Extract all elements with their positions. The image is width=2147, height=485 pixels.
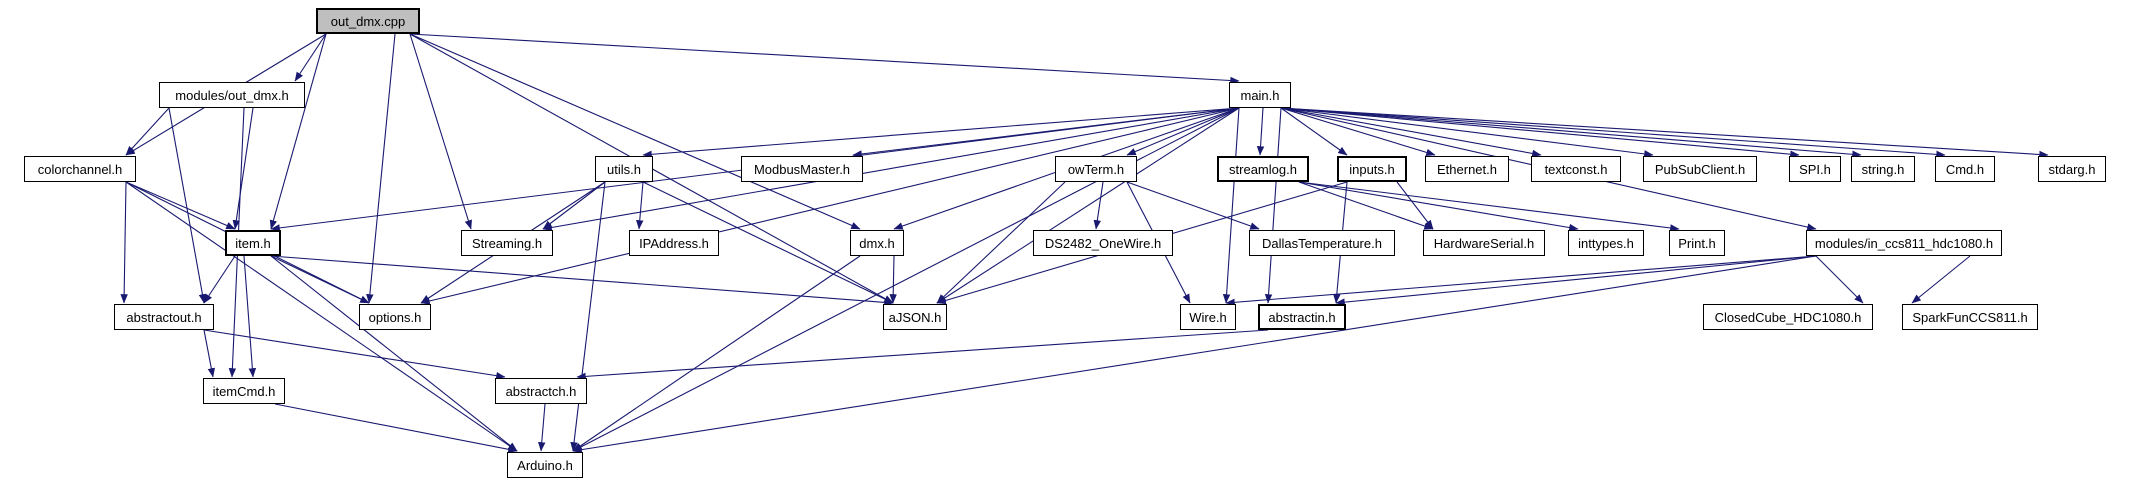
graph-node-dmx_h[interactable]: dmx.h — [850, 230, 904, 256]
graph-node-inttypes_h[interactable]: inttypes.h — [1568, 230, 1644, 256]
graph-node-owterm_h[interactable]: owTerm.h — [1055, 156, 1137, 182]
include-edge-utils_h-to-ipaddress_h — [636, 181, 644, 230]
include-edge-main_h-to-owterm_h — [1126, 107, 1240, 156]
include-edge-colorchannel_h-to-item_h — [125, 181, 236, 230]
graph-node-arduino_h[interactable]: Arduino.h — [507, 452, 583, 478]
graph-node-hardwareserial_h[interactable]: HardwareSerial.h — [1423, 230, 1545, 256]
graph-node-ethernet_h[interactable]: Ethernet.h — [1425, 156, 1509, 182]
include-edge-main_h-to-string_h — [1280, 107, 1862, 159]
include-edge-main_h-to-textconst_h — [1280, 107, 1542, 158]
graph-node-itemcmd_h[interactable]: itemCmd.h — [203, 378, 285, 404]
include-edge-out_dmx_cpp-to-out_dmx_h — [294, 33, 327, 82]
include-edge-utils_h-to-ajson_h — [642, 181, 894, 304]
include-edge-out_dmx_h-to-colorchannel_h — [125, 107, 170, 156]
include-edge-out_dmx_h-to-abstractout_h — [168, 107, 207, 304]
include-edge-dmx_h-to-ajson_h — [889, 255, 897, 304]
graph-node-colorchannel_h[interactable]: colorchannel.h — [24, 156, 136, 182]
include-edge-utils_h-to-streaming_h — [542, 181, 606, 230]
graph-node-wire_h[interactable]: Wire.h — [1180, 304, 1236, 330]
include-edge-streamlog_h-to-inttypes_h — [1298, 181, 1579, 232]
include-edge-main_h-to-inputs_h — [1280, 107, 1348, 156]
include-edge-out_dmx_cpp-to-item_h — [269, 33, 327, 230]
include-edge-main_h-to-abstractin_h — [1264, 107, 1282, 304]
include-edge-main_h-to-streaming_h — [542, 107, 1240, 232]
include-edge-item_h-to-arduino_h — [270, 255, 518, 452]
include-edge-item_h-to-abstractout_h — [203, 255, 236, 304]
graph-node-modbusmaster_h[interactable]: ModbusMaster.h — [741, 156, 863, 182]
include-edge-streamlog_h-to-print_h — [1298, 181, 1680, 232]
graph-node-pubsubclient_h[interactable]: PubSubClient.h — [1643, 156, 1757, 182]
include-edge-main_h-to-stdarg_h — [1280, 107, 2049, 159]
graph-node-dallastemp_h[interactable]: DallasTemperature.h — [1249, 230, 1395, 256]
include-edge-main_h-to-spi_h — [1280, 107, 1800, 158]
include-edge-abstractch_h-to-arduino_h — [538, 403, 546, 452]
include-edge-owterm_h-to-ds2482_h — [1093, 181, 1104, 230]
include-edge-main_h-to-arduino_h — [572, 107, 1240, 452]
include-edge-item_h-to-itemcmd_h — [243, 255, 257, 378]
graph-node-abstractout_h[interactable]: abstractout.h — [114, 304, 214, 330]
graph-node-textconst_h[interactable]: textconst.h — [1531, 156, 1621, 182]
graph-node-streaming_h[interactable]: Streaming.h — [461, 230, 553, 256]
include-edge-utils_h-to-arduino_h — [570, 181, 606, 452]
include-edge-owterm_h-to-dallastemp_h — [1126, 181, 1260, 230]
include-edge-colorchannel_h-to-abstractout_h — [120, 181, 128, 304]
include-edge-main_h-to-pubsubclient_h — [1280, 107, 1654, 158]
graph-node-ajson_h[interactable]: aJSON.h — [883, 304, 947, 330]
include-edge-main_h-to-utils_h — [642, 107, 1240, 159]
include-edge-abstractout_h-to-abstractch_h — [203, 329, 506, 380]
include-edge-item_h-to-options_h — [270, 255, 370, 304]
include-edge-inputs_h-to-hardwareserial_h — [1396, 181, 1434, 230]
graph-node-abstractin_h[interactable]: abstractin.h — [1258, 304, 1346, 330]
graph-node-cmd_h[interactable]: Cmd.h — [1935, 156, 1995, 182]
include-edge-main_h-to-ethernet_h — [1280, 107, 1436, 157]
graph-node-inputs_h[interactable]: inputs.h — [1337, 156, 1407, 182]
graph-node-ipaddress_h[interactable]: IPAddress.h — [629, 230, 719, 256]
graph-node-abstractch_h[interactable]: abstractch.h — [495, 378, 587, 404]
graph-node-utils_h[interactable]: utils.h — [595, 156, 653, 182]
graph-node-ds2482_h[interactable]: DS2482_OneWire.h — [1033, 230, 1173, 256]
graph-node-print_h[interactable]: Print.h — [1669, 230, 1725, 256]
include-edge-dmx_h-to-arduino_h — [572, 255, 861, 452]
graph-node-in_ccs811_h[interactable]: modules/in_ccs811_hdc1080.h — [1806, 230, 2002, 256]
include-edge-abstractout_h-to-itemcmd_h — [203, 329, 216, 378]
include-edge-main_h-to-options_h — [420, 107, 1240, 305]
graph-node-options_h[interactable]: options.h — [359, 304, 431, 330]
include-edge-main_h-to-wire_h — [1222, 107, 1240, 304]
include-edge-out_dmx_cpp-to-options_h — [366, 33, 396, 304]
include-edge-out_dmx_cpp-to-streaming_h — [409, 33, 472, 230]
include-edge-in_ccs811_h-to-abstractin_h — [1335, 255, 1817, 306]
include-edge-out_dmx_cpp-to-main_h — [409, 33, 1240, 85]
include-edge-main_h-to-streamlog_h — [1256, 107, 1265, 156]
include-edge-in_ccs811_h-to-closedcube_h — [1815, 255, 1864, 304]
include-edge-item_h-to-ajson_h — [270, 255, 894, 307]
include-edge-main_h-to-ajson_h — [936, 107, 1240, 304]
include-edge-colorchannel_h-to-arduino_h — [125, 181, 518, 452]
include-edge-owterm_h-to-ajson_h — [936, 181, 1066, 304]
include-edge-in_ccs811_h-to-arduino_h — [572, 255, 1817, 454]
include-edge-main_h-to-cmd_h — [1280, 107, 1946, 159]
include-edge-out_dmx_cpp-to-dmx_h — [409, 33, 861, 230]
graph-node-closedcube_h[interactable]: ClosedCube_HDC1080.h — [1703, 304, 1873, 330]
graph-node-out_dmx_cpp: out_dmx.cpp — [316, 8, 420, 34]
include-edge-itemcmd_h-to-arduino_h — [274, 403, 518, 453]
graph-node-main_h[interactable]: main.h — [1229, 82, 1291, 108]
graph-node-string_h[interactable]: string.h — [1851, 156, 1915, 182]
graph-node-streamlog_h[interactable]: streamlog.h — [1217, 156, 1309, 182]
include-edge-out_dmx_h-to-item_h — [232, 107, 254, 230]
include-edge-abstractin_h-to-abstractch_h — [576, 329, 1269, 381]
include-edge-in_ccs811_h-to-wire_h — [1225, 255, 1817, 307]
graph-node-stdarg_h[interactable]: stdarg.h — [2038, 156, 2106, 182]
include-edge-streamlog_h-to-hardwareserial_h — [1298, 181, 1434, 230]
graph-node-sparkfun_h[interactable]: SparkFunCCS811.h — [1902, 304, 2038, 330]
include-edge-in_ccs811_h-to-sparkfun_h — [1911, 255, 1971, 304]
graph-node-spi_h[interactable]: SPI.h — [1789, 156, 1841, 182]
graph-node-out_dmx_h[interactable]: modules/out_dmx.h — [159, 82, 305, 108]
graph-node-item_h[interactable]: item.h — [225, 230, 281, 256]
